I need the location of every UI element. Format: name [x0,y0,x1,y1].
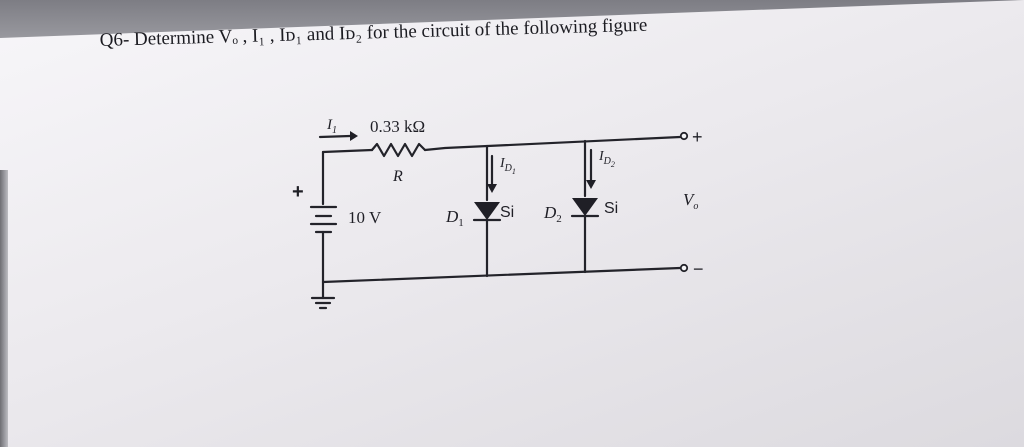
resistor-value-label: 0.33 kΩ [370,117,425,136]
resistor-name-label: R [392,168,403,185]
battery-value-label: 10 V [348,208,382,227]
current-I1-arrow [318,134,352,139]
wire-top-right [423,135,682,152]
current-I1-arrowhead [350,131,358,141]
diode1-name-label: D1 [445,207,464,229]
diode2-name-label: D2 [543,203,562,225]
current-ID1-label: ID1 [499,156,516,176]
output-terminal-plus [679,131,689,141]
diode1-triangle [474,202,500,220]
wire-top-left [321,148,374,154]
current-ID1-arrowhead [487,184,497,193]
wire-bottom [321,266,682,284]
diode2-material-label: Si [604,200,618,217]
current-I1-label: I1 [326,117,337,136]
current-ID2-arrowhead [586,180,596,189]
output-terminal-minus [679,263,689,273]
output-plus-label: + [692,127,703,147]
resistor-R [370,142,427,158]
diode2-triangle [572,198,598,216]
current-ID2-label: ID2 [598,149,615,169]
diode1-material-label: Si [500,204,514,221]
output-minus-label: − [693,259,704,279]
battery-plus-label: + [292,181,304,203]
paper-edge-shadow [0,170,8,447]
output-voltage-label: Vo [683,190,698,212]
